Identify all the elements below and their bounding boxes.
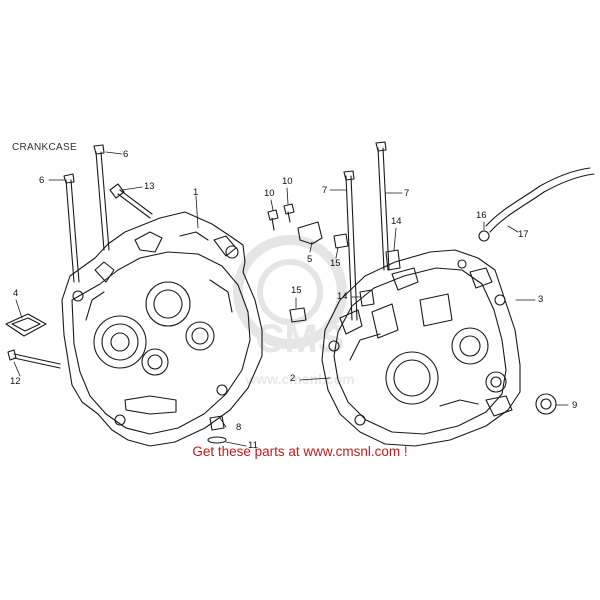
callout-11: 11 [248,440,258,451]
callout-9: 9 [572,400,578,411]
dowel-14-lower [359,289,375,307]
callout-7-right: 7 [404,188,410,199]
page-title: CRANKCASE [12,142,77,153]
callout-14-lower: 14 [337,291,348,302]
clamp-16 [478,230,490,242]
callout-13: 13 [144,181,155,192]
bracket-5 [297,221,323,245]
dowel-15-top [333,233,349,249]
left-crankcase-half [61,211,263,447]
callout-16: 16 [476,210,487,221]
callout-5: 5 [307,254,313,265]
right-crankcase-half [321,249,521,447]
callout-15-center: 15 [330,258,341,269]
callout-8: 8 [236,422,242,433]
callout-3: 3 [538,294,544,305]
callout-15-left: 15 [291,285,302,296]
stud-bolts-7 [343,141,390,321]
callout-4: 4 [13,288,19,299]
drain-plug-8 [207,415,227,444]
callout-2: 2 [290,373,296,384]
callout-10-left: 10 [264,188,275,199]
callout-12: 12 [10,376,21,387]
get-parts-link[interactable]: Get these parts at www.cmsnl.com ! [192,444,408,459]
leader-lines [13,151,569,447]
callout-1: 1 [193,187,199,198]
stud-bolts-6 [63,144,110,283]
oil-seal-9 [535,393,557,415]
gasket-4 [5,313,47,337]
breather-hose-17 [485,167,595,233]
watermark-logo: CMS www.cmsnl.com [233,235,355,387]
callout-7-left: 7 [322,185,328,196]
callout-6-right: 6 [123,149,129,160]
bolt-12 [7,349,61,369]
dowel-15-left [289,307,307,323]
callout-14-upper: 14 [391,216,402,227]
bolts-10 [267,203,295,231]
callout-10-right: 10 [282,176,293,187]
bolt-13 [109,183,153,219]
callout-6-left: 6 [39,175,45,186]
dowel-14-upper [385,249,401,271]
callout-17: 17 [518,229,529,240]
watermark-text: CMS [256,317,345,361]
